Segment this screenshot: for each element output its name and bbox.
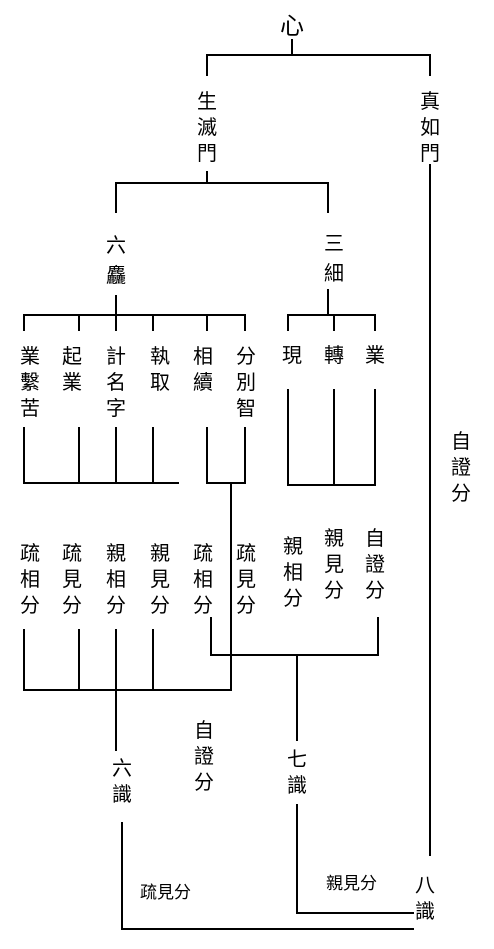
- six-coarse-item: 分別智: [236, 344, 256, 420]
- six-coarse-item: 起業: [62, 344, 82, 394]
- label-three-subtle: 三細: [324, 231, 344, 285]
- label-eighth-consciousness: 八識: [415, 873, 435, 923]
- label-six-coarse: 六麤: [106, 233, 126, 287]
- diagram-labels: 心生滅門真如門六麤三細業繫苦起業計名字執取相續分別智現轉業疏相分疏見分親相分親見…: [20, 12, 471, 923]
- division-label: 疏見分: [236, 541, 256, 617]
- division-label: 疏相分: [20, 541, 40, 617]
- connector-lines: [23, 39, 431, 930]
- division-label: 親相分: [283, 534, 303, 610]
- six-coarse-item: 計名字: [106, 344, 126, 420]
- label-distant-seeing-part: 疏見分: [140, 883, 191, 903]
- label-seventh-consciousness: 七識: [287, 747, 307, 797]
- label-arising-ceasing-gate: 生滅門: [197, 89, 217, 165]
- label-self-witnessing-right: 自證分: [451, 429, 471, 505]
- six-coarse-item: 相續: [193, 344, 213, 394]
- division-label: 親見分: [324, 526, 344, 602]
- six-coarse-item: 業繫苦: [20, 344, 40, 420]
- root-label-mind: 心: [280, 12, 304, 40]
- three-subtle-item: 轉: [324, 343, 344, 367]
- six-coarse-item: 執取: [150, 344, 170, 394]
- division-label: 親見分: [150, 541, 170, 617]
- label-sixth-consciousness: 六識: [112, 756, 132, 806]
- label-intimate-seeing-part: 親見分: [326, 874, 377, 894]
- label-self-witnessing-middle: 自證分: [194, 718, 214, 794]
- division-label: 疏見分: [62, 541, 82, 617]
- division-label: 自證分: [365, 526, 385, 602]
- three-subtle-item: 業: [365, 343, 385, 367]
- division-label: 疏相分: [193, 541, 213, 617]
- three-subtle-item: 現: [282, 343, 302, 367]
- division-label: 親相分: [106, 541, 126, 617]
- label-suchness-gate: 真如門: [420, 89, 440, 165]
